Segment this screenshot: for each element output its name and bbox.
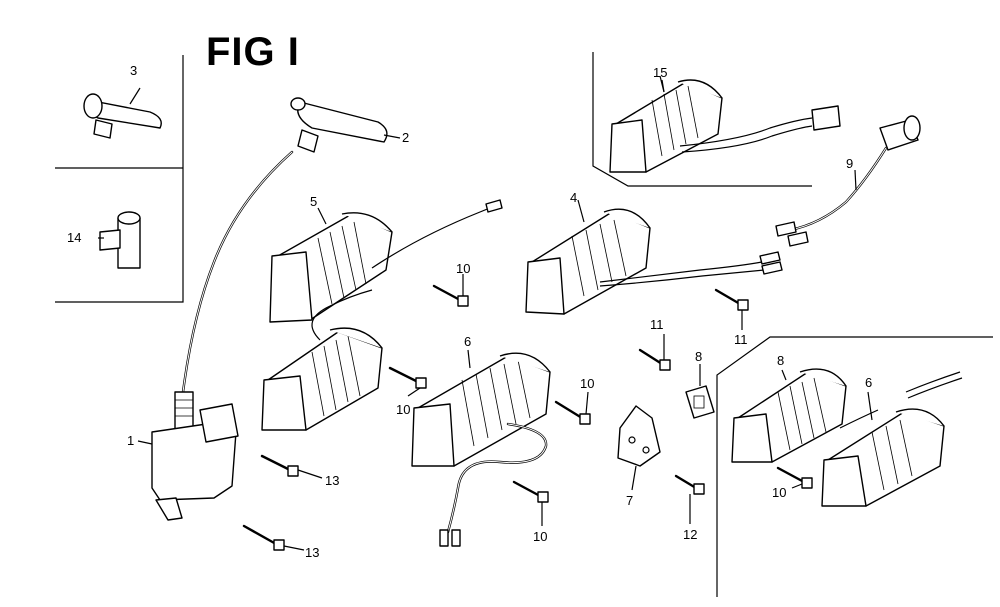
figure-title: FIG I (206, 30, 300, 74)
bolt-11-a (638, 348, 671, 371)
charge-coil-lower-part (261, 289, 383, 431)
plug-cap-elbow-part (98, 211, 141, 269)
bolt-10-b (388, 366, 427, 389)
exciter-coil-4-part (525, 199, 783, 315)
callout-10-d: 10 (533, 529, 548, 544)
callout-11-a: 11 (650, 317, 664, 332)
callout-2: 2 (402, 130, 410, 145)
callout-6-a: 6 (464, 334, 472, 349)
grommet-8-part (685, 385, 715, 419)
callout-4: 4 (570, 190, 578, 205)
leader-lines (283, 79, 873, 551)
callout-10-b: 10 (396, 402, 411, 417)
left-frame (55, 55, 184, 303)
bolt-13-b (242, 524, 285, 551)
callout-3: 3 (130, 63, 138, 78)
plug-cap-part (83, 87, 162, 139)
bottom-right-frame (716, 336, 993, 597)
callout-11-b: 11 (734, 332, 748, 347)
callout-15: 15 (653, 65, 668, 80)
callout-7: 7 (626, 493, 634, 508)
lighting-coil-6-part (411, 349, 551, 547)
ignition-coil-part (137, 150, 294, 521)
charge-coil-5-part (269, 199, 503, 323)
callout-1: 1 (127, 433, 135, 448)
callout-10-a: 10 (456, 261, 471, 276)
callout-13-b: 13 (305, 545, 320, 560)
top-right-frame (592, 52, 812, 187)
bolt-11-b (714, 288, 749, 311)
callout-5: 5 (310, 194, 318, 209)
bracket-7-part (617, 405, 661, 467)
callout-14: 14 (67, 230, 82, 245)
callout-13-a: 13 (325, 473, 340, 488)
frame-lines (55, 52, 993, 597)
plug-boot-part (290, 97, 401, 153)
callout-10-e: 10 (772, 485, 787, 500)
coil-15-part (609, 75, 841, 173)
wire-harness-9-part (775, 115, 921, 247)
bolts (242, 284, 813, 551)
bolt-10-c (554, 400, 591, 425)
bolt-10-d (512, 480, 549, 503)
callout-10-c: 10 (580, 376, 595, 391)
callout-6-b: 6 (865, 375, 873, 390)
bolt-12 (674, 474, 705, 495)
callout-8-b: 8 (777, 353, 785, 368)
bolt-13-a (260, 454, 299, 477)
callout-8-a: 8 (695, 349, 703, 364)
callout-12: 12 (683, 527, 698, 542)
coil-set-bottom-right-part (731, 368, 963, 507)
callout-9: 9 (846, 156, 854, 171)
bolt-10-e (776, 466, 813, 489)
